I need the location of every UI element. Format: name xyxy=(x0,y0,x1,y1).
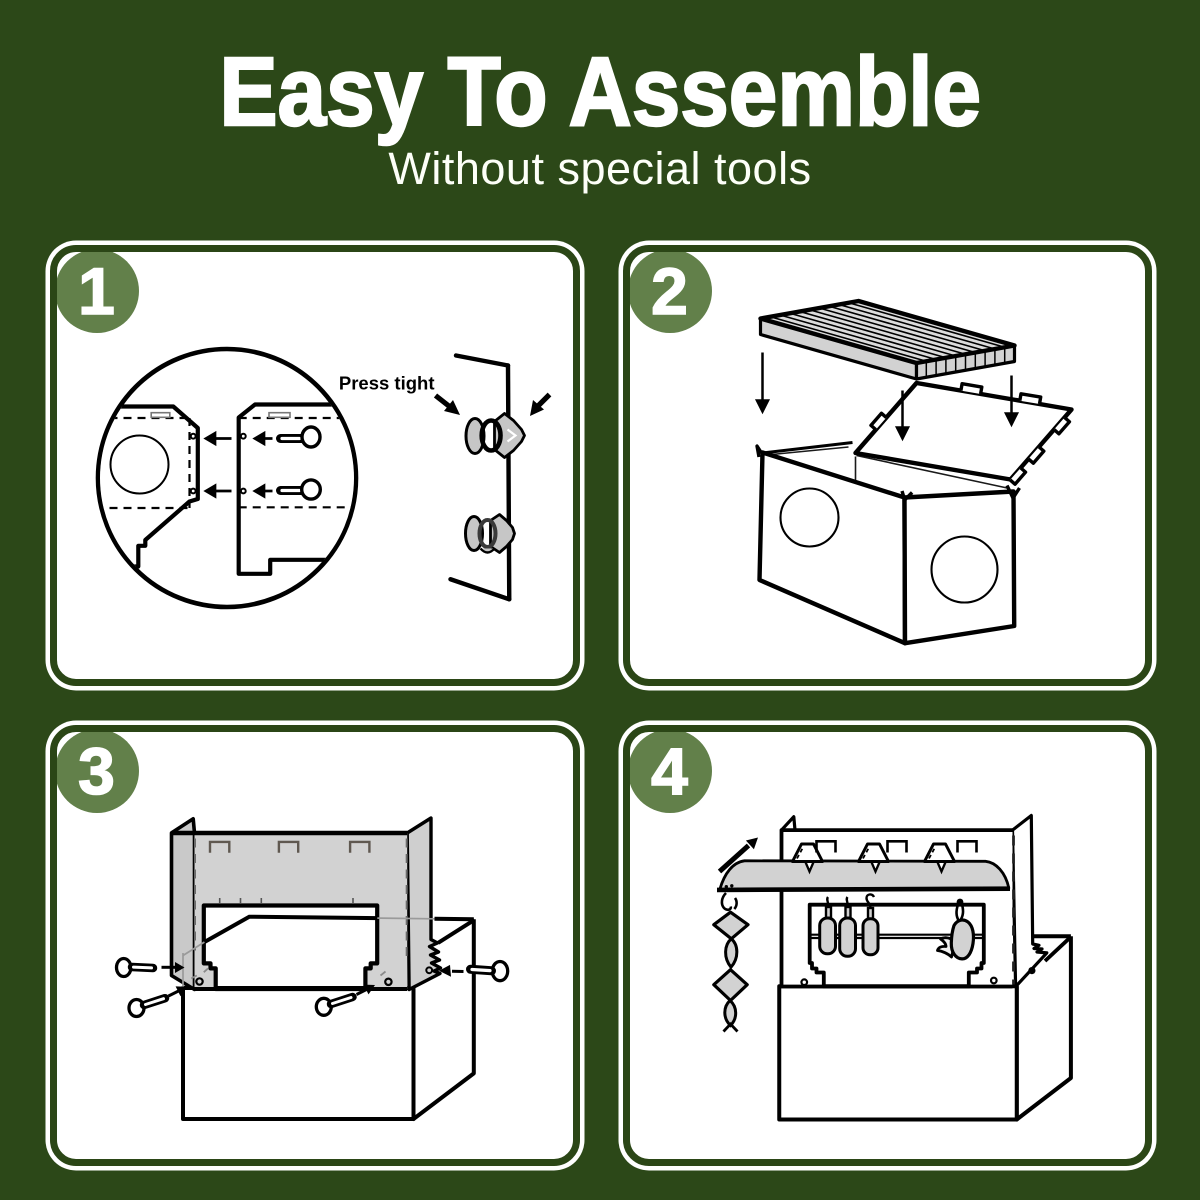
svg-text:Press tight: Press tight xyxy=(338,372,434,393)
